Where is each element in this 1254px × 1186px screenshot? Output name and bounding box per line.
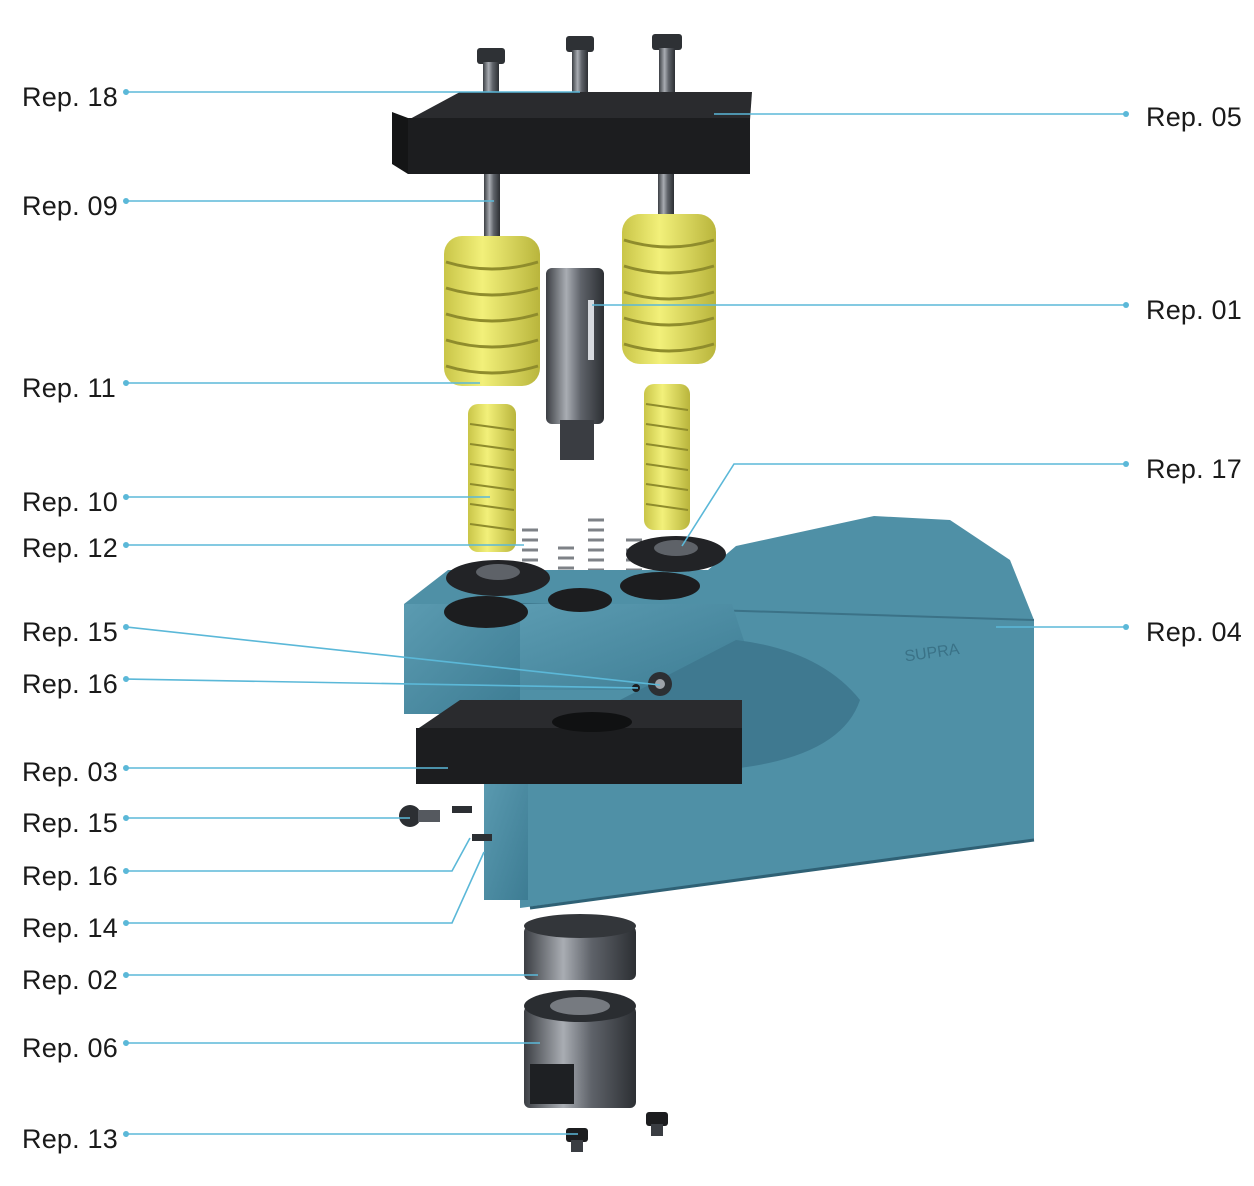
label-rep06: Rep. 06 [22,1033,118,1063]
label-rep13: Rep. 13 [22,1124,118,1154]
die-holder-rep06 [524,990,636,1108]
label-rep16-upper: Rep. 16 [22,669,118,699]
top-plate-rep05 [392,92,752,174]
guide-bush-rep17 [626,536,726,572]
small-spring-left [468,404,516,552]
bolt-rep18-center [566,36,594,100]
label-rep10: Rep. 10 [22,487,118,517]
leader-lines [125,91,1126,1135]
label-rep02: Rep. 02 [22,965,118,995]
label-rep03: Rep. 03 [22,757,118,787]
large-spring-right [622,214,716,364]
label-rep17: Rep. 17 [1146,454,1242,484]
label-rep11: Rep. 11 [22,373,116,403]
hole-large-left [444,596,528,628]
small-spring-right [644,384,690,530]
pin-rep16-lower [452,806,472,813]
label-rep18: Rep. 18 [22,82,118,112]
screw-rep13-right [646,1112,668,1136]
leader-dots [123,89,1129,1137]
die-rep02 [524,914,636,980]
label-rep15-upper: Rep. 15 [22,617,118,647]
large-spring-left [444,236,540,386]
label-rep04: Rep. 04 [1146,617,1242,647]
label-rep01: Rep. 01 [1146,295,1242,325]
label-rep05: Rep. 05 [1146,102,1242,132]
label-rep09: Rep. 09 [22,191,118,221]
screw-rep15-lower [399,805,440,827]
label-rep12: Rep. 12 [22,533,118,563]
hole-large-right [620,572,700,600]
punch-rep01 [546,268,604,460]
label-rep15-lower: Rep. 15 [22,808,118,838]
label-rep14: Rep. 14 [22,913,118,943]
screw-rep13-left [566,1128,588,1152]
pin-rep14 [472,834,492,841]
screw-rep15-upper [648,672,672,696]
hole-center [548,588,612,612]
guide-bush-left [446,560,550,596]
label-rep16-lower: Rep. 16 [22,861,118,891]
stripper-plate-rep03 [416,700,742,784]
guide-post-left [484,174,500,254]
